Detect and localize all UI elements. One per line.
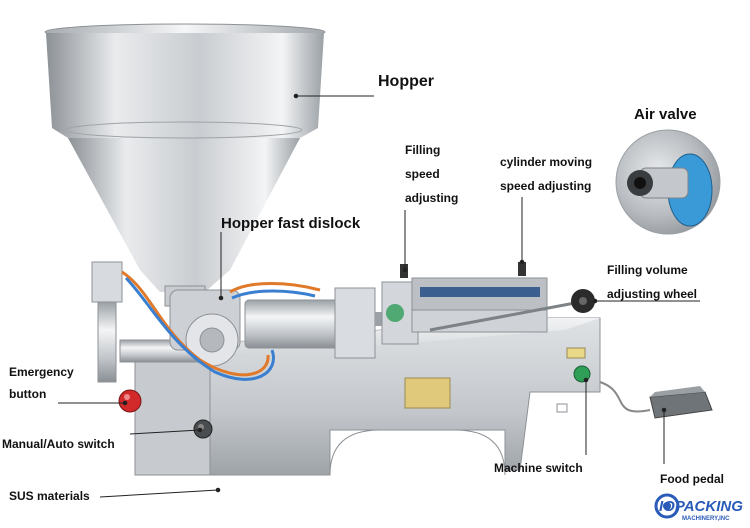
air-cylinder	[381, 262, 595, 345]
gear-icon	[654, 493, 680, 519]
filling-speed-label-1: Filling	[405, 143, 440, 157]
hopper-part	[44, 23, 326, 307]
hopper-dislock-label: Hopper fast dislock	[221, 215, 361, 232]
food-pedal-label: Food pedal	[660, 472, 724, 486]
manual-auto-switch-part	[193, 419, 213, 439]
manual-auto-label: Manual/Auto switch	[2, 437, 115, 451]
foot-pedal-part	[599, 381, 713, 419]
filling-volume-label-2: adjusting wheel	[607, 287, 697, 301]
hopper-label: Hopper	[378, 73, 434, 90]
machine-switch-label: Machine switch	[494, 461, 583, 475]
emergency-button-part	[118, 389, 142, 413]
cylinder-speed-label-1: cylinder moving	[500, 155, 592, 169]
company-logo: IOPACKING MACHINERY,INC	[654, 493, 743, 522]
filling-speed-label-3: adjusting	[405, 191, 458, 205]
air-hoses	[121, 270, 321, 381]
filling-speed-label-2: speed	[405, 167, 440, 181]
logo-sub: MACHINERY,INC	[682, 516, 730, 522]
leader-lines	[58, 93, 700, 498]
cylinder-speed-label-2: speed adjusting	[500, 179, 591, 193]
emergency-label-2: button	[9, 387, 46, 401]
air-valve-label: Air valve	[634, 106, 697, 123]
air-valve-closeup	[615, 129, 721, 235]
sus-label: SUS materials	[9, 489, 90, 503]
nozzle-assembly	[91, 261, 241, 383]
filling-volume-label-1: Filling volume	[607, 263, 688, 277]
piston-cylinder	[244, 287, 387, 359]
emergency-label-1: Emergency	[9, 365, 74, 379]
logo-name: IOPACKING	[659, 498, 743, 515]
